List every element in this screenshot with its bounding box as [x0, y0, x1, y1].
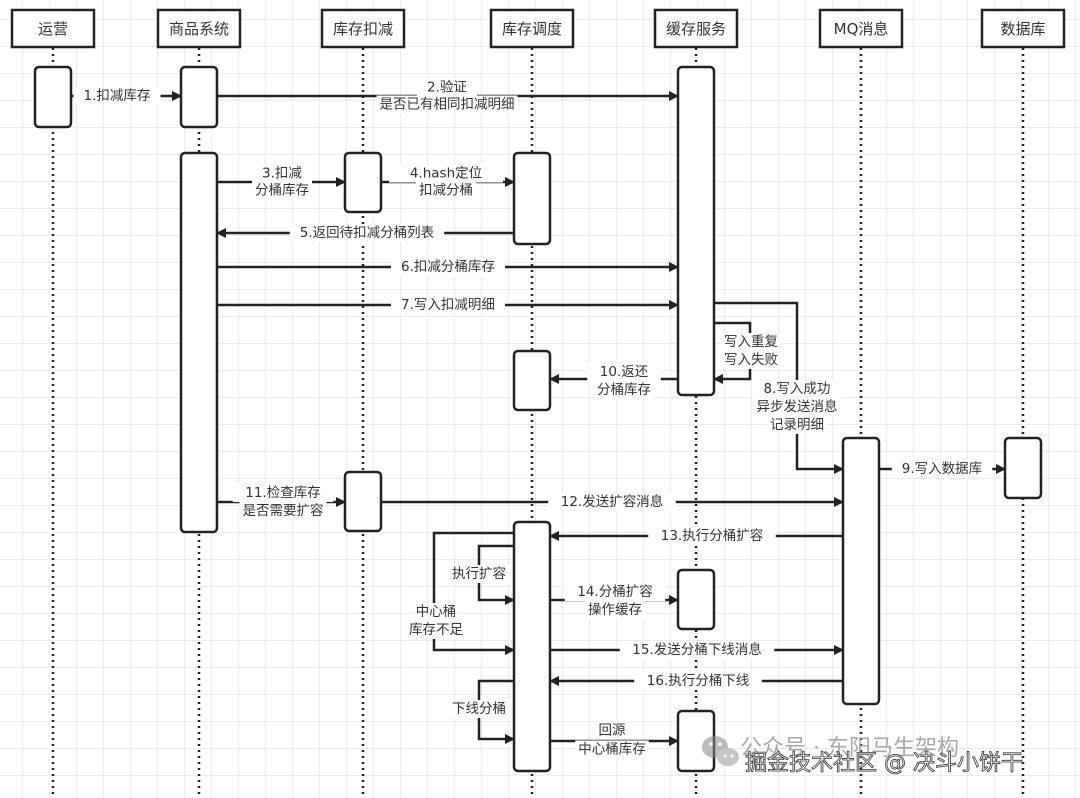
message-text: 7.写入扣减明细 [401, 297, 495, 313]
message-text: 6.扣减分桶库存 [401, 259, 495, 275]
message-text: 15.发送分桶下线消息 [632, 641, 761, 658]
activation-cache [676, 65, 716, 397]
arrow-self-center [432, 531, 515, 655]
participant-label: 商品系统 [169, 20, 229, 38]
message-text: 中心桶库存 [578, 742, 646, 758]
message-text: 分桶库存 [597, 382, 651, 398]
message-text: 9.写入数据库 [902, 461, 982, 477]
participant-label: 缓存服务 [666, 20, 726, 38]
message-text: 是否需要扩容 [243, 502, 324, 519]
activation-schedule [512, 520, 552, 773]
participant-schedule[interactable]: 库存调度 [489, 8, 575, 49]
activation-product [179, 151, 219, 534]
watermark-line1: 公众号 · 东阳马生架构 [740, 736, 959, 761]
message-label-self_expand: 执行扩容 [449, 565, 509, 583]
message-text: 3.扣减 [262, 166, 302, 182]
activation-deduct [343, 151, 383, 214]
message-text: 操作缓存 [588, 602, 642, 618]
message-text: 4.hash定位 [410, 166, 482, 182]
participant-label: MQ消息 [834, 20, 889, 38]
activation-db [1003, 436, 1043, 500]
message-label-m13: 13.执行分桶扩容 [648, 527, 776, 545]
message-text: 14.分桶扩容 [577, 583, 652, 600]
message-text: 库存不足 [409, 622, 463, 638]
message-text: 回源 [599, 723, 627, 739]
participant-label: 运营 [38, 20, 68, 38]
message-text: 12.发送扩容消息 [561, 493, 663, 510]
message-text: 11.检查库存 [245, 485, 320, 501]
message-text: 记录明细 [770, 417, 824, 433]
message-label-m7: 7.写入扣减明细 [391, 296, 505, 314]
message-text: 5.返回待扣减分桶列表 [300, 225, 435, 241]
message-label-m15: 15.发送分桶下线消息 [619, 641, 775, 659]
activation-schedule [512, 349, 552, 412]
activation-ops [33, 65, 73, 129]
message-text: 是否已有相同扣减明细 [380, 97, 515, 113]
participant-product[interactable]: 商品系统 [156, 8, 242, 49]
message-text: 分桶库存 [255, 183, 309, 199]
participant-label: 库存扣减 [333, 20, 393, 38]
message-text: 中心桶 [416, 604, 457, 620]
participant-db[interactable]: 数据库 [980, 8, 1066, 49]
participant-label: 库存调度 [502, 20, 562, 38]
message-text: 10.返还 [600, 364, 649, 380]
participant-cache[interactable]: 缓存服务 [653, 8, 739, 49]
activation-mq [841, 436, 881, 706]
participant-label: 数据库 [1000, 20, 1045, 38]
message-text: 13.执行分桶扩容 [661, 527, 763, 544]
message-text: 16.执行分桶下线 [647, 673, 749, 689]
participant-deduct[interactable]: 库存扣减 [320, 8, 406, 49]
message-text: 写入重复 [724, 333, 778, 350]
activation-schedule [512, 151, 552, 246]
message-text: 1.扣减库存 [84, 88, 151, 104]
message-label-m12: 12.发送扩容消息 [548, 493, 676, 511]
message-text: 8.写入成功 [764, 381, 831, 397]
message-label-m16: 16.执行分桶下线 [634, 672, 762, 690]
activation-deduct [343, 470, 383, 533]
activation-product [179, 65, 219, 129]
message-text: 执行扩容 [452, 565, 506, 582]
message-label-m6: 6.扣减分桶库存 [391, 258, 505, 276]
message-text: 扣减分桶 [419, 183, 473, 199]
watermark-line2: 掘金技术社区 @ 决斗小饼干 [745, 751, 1023, 776]
message-label-m1: 1.扣减库存 [73, 87, 161, 105]
message-text: 异步发送消息 [757, 398, 838, 415]
participant-ops[interactable]: 运营 [10, 8, 96, 49]
message-text: 2.验证 [427, 80, 467, 96]
participant-mq[interactable]: MQ消息 [818, 8, 904, 49]
message-text: 写入失败 [724, 352, 778, 368]
message-label-m5: 5.返回待扣减分桶列表 [289, 224, 445, 242]
message-label-m3: 3.扣减分桶库存 [252, 164, 312, 200]
message-text: 下线分桶 [452, 701, 506, 717]
wechat-icon [702, 736, 739, 766]
activation-cache [676, 568, 716, 631]
message-label-self_offline: 下线分桶 [449, 700, 509, 718]
message-label-m9: 9.写入数据库 [891, 460, 993, 478]
